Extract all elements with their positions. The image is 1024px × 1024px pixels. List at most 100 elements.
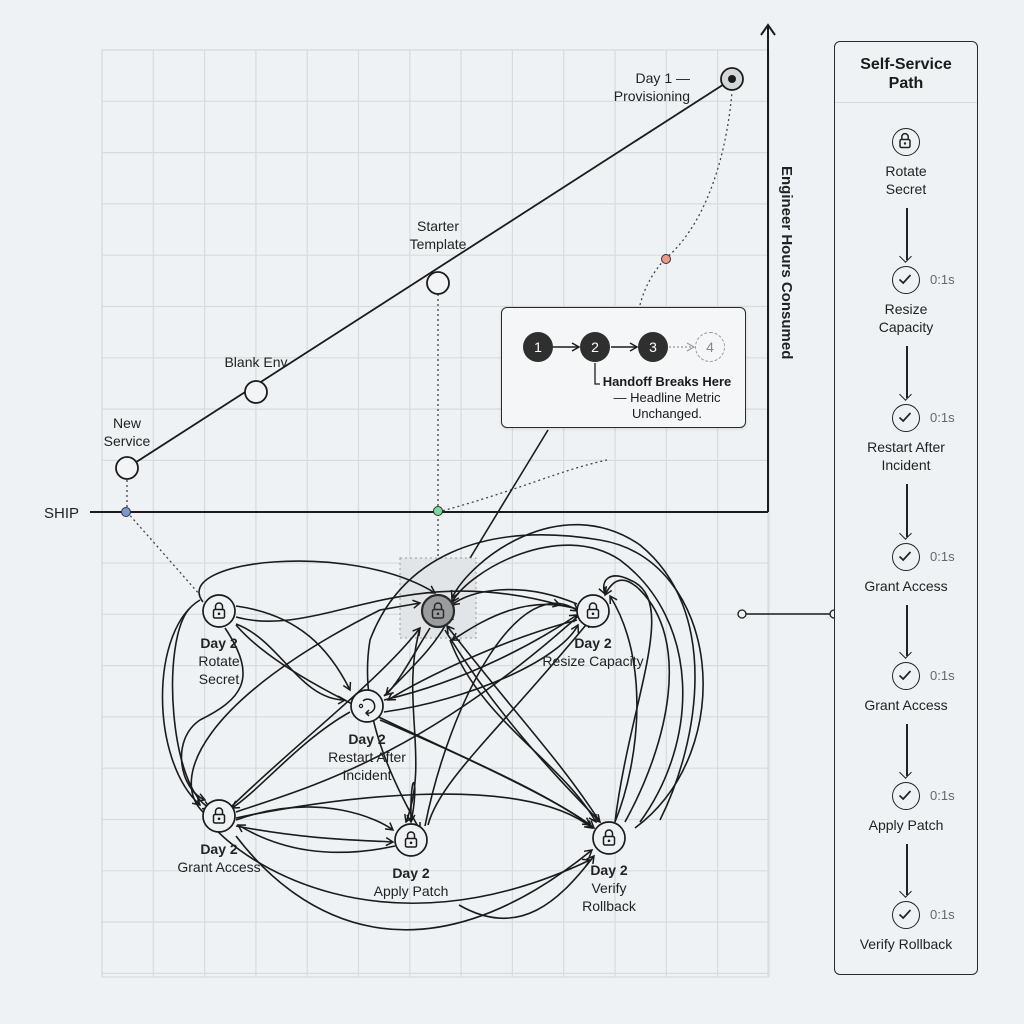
node-circle[interactable] (350, 689, 384, 723)
node-day-label: Day 2 (348, 731, 386, 747)
node-day-label: Day 2 (590, 862, 628, 878)
node-circle[interactable] (420, 593, 456, 629)
milestone-node[interactable] (115, 456, 139, 480)
dotted-green-to-callout (437, 459, 608, 513)
callout-step-3: 3 (638, 332, 668, 362)
milestone-label-line2: Provisioning (614, 88, 690, 104)
step-name: Grant Access (835, 696, 977, 714)
step-duration: 0:1s (930, 272, 955, 287)
milestone-label-line1: Blank Env (224, 354, 287, 370)
handoff-edge (235, 806, 395, 831)
step-duration: 0:1s (930, 668, 955, 683)
callout-step-1: 1 (523, 332, 553, 362)
lock-icon (404, 831, 418, 848)
handoff-edge (180, 627, 244, 802)
milestone-node[interactable] (426, 271, 450, 295)
node-name-label: Apply Patch (374, 883, 449, 899)
node-circle[interactable] (592, 821, 626, 855)
handoff-edge (603, 579, 671, 823)
handoff-edge (161, 599, 202, 807)
step-name-line: Secret (885, 181, 927, 197)
step-name: Grant Access (835, 577, 977, 595)
milestone-label-line1: Day 1 — (636, 70, 690, 86)
callout-step-2: 2 (580, 332, 610, 362)
lock-icon (212, 602, 226, 619)
panel-step-arrow (906, 208, 908, 260)
handoff-edge (211, 824, 592, 905)
handoff-edge (384, 627, 431, 697)
milestone-node[interactable] (244, 380, 268, 404)
step-duration: 0:1s (930, 549, 955, 564)
lock-icon (431, 602, 445, 619)
node-name-label: Secret (199, 671, 240, 687)
panel-step-arrow (906, 605, 908, 656)
check-icon (892, 266, 920, 294)
step-name-line: Grant Access (864, 578, 948, 594)
node-name-label: Restart After (328, 749, 406, 765)
step-name-line: Apply Patch (868, 817, 944, 833)
callout-note-line2: — Headline Metric (613, 390, 721, 405)
day1-cost-line (126, 78, 733, 469)
node-name-label: Incident (342, 767, 391, 783)
handoff-edge (449, 639, 597, 824)
node-circle[interactable] (202, 594, 236, 628)
node-circle[interactable] (394, 823, 428, 857)
milestone-new-service[interactable]: New Service (104, 415, 151, 480)
handoff-edge (379, 719, 596, 829)
handoff-edge (235, 835, 594, 931)
handoff-edge (190, 599, 422, 813)
callout-note: Handoff Breaks Here — Headline Metric Un… (592, 374, 742, 422)
milestone-day1-provisioning[interactable]: Day 1 — Provisioning (614, 67, 744, 104)
check-icon (892, 404, 920, 432)
check-icon (892, 901, 920, 929)
panel-step-arrow (906, 346, 908, 398)
panel-connector-start-dot (737, 609, 747, 619)
callout-note-line1: Handoff Breaks Here (602, 374, 732, 389)
check-icon (892, 662, 920, 690)
panel-step-arrow (906, 724, 908, 776)
handoff-edge (230, 711, 351, 809)
milestone-blank-env[interactable]: Blank Env (224, 354, 288, 404)
node-circle[interactable] (202, 799, 236, 833)
node-name-label: Grant Access (177, 859, 260, 875)
day2-node-hub[interactable] (420, 593, 456, 629)
step-name-line: Grant Access (864, 697, 948, 713)
handoff-edge (609, 594, 638, 823)
ship-label: SHIP (44, 505, 79, 522)
lock-icon (586, 602, 600, 619)
handoff-edge (598, 575, 653, 823)
dotted-ship-to-rotate (126, 511, 201, 596)
handoff-edge (236, 824, 396, 854)
callout-step-connectors (553, 342, 696, 385)
node-name-label: Rotate (198, 653, 239, 669)
milestone-starter-template[interactable]: Starter Template (410, 218, 467, 295)
node-name-label: Rollback (582, 898, 637, 914)
lock-icon (602, 829, 616, 846)
lock-icon (212, 807, 226, 824)
step-name: Apply Patch (835, 816, 977, 834)
step-name-line: Capacity (878, 319, 934, 335)
handoff-edge (235, 825, 395, 847)
node-circle[interactable] (576, 594, 610, 628)
step-name-line: Restart After (867, 439, 945, 455)
milestone-label-line2: Service (104, 433, 151, 449)
node-day-label: Day 2 (200, 635, 238, 651)
node-day-label: Day 2 (574, 635, 612, 651)
handoff-edge (458, 854, 595, 920)
handoff-edge (231, 626, 421, 807)
